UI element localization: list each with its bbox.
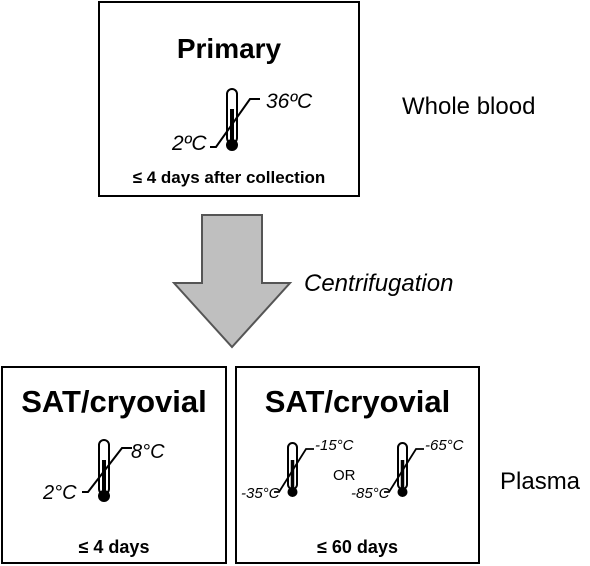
sat-left-duration: ≤ 4 days: [78, 537, 150, 557]
temperature-range-line: [82, 447, 132, 493]
or-label: OR: [333, 467, 356, 484]
sat-right-b-low: -85°C: [351, 485, 390, 502]
temperature-range-line: [210, 98, 260, 148]
sat-left-box: SAT/cryovial 8°C 2°C ≤ 4 days: [1, 366, 227, 564]
sat-right-box: SAT/cryovial -15°C -35°C OR -65°C -85°C …: [235, 366, 480, 564]
primary-title: Primary: [176, 33, 282, 64]
down-arrow-icon: [171, 214, 293, 349]
sat-left-title: SAT/cryovial: [21, 384, 207, 419]
sat-right-a-low: -35°C: [241, 485, 280, 502]
temperature-range-line: [274, 448, 314, 493]
sat-right-title: SAT/cryovial: [264, 384, 451, 419]
temperature-range-line: [384, 448, 424, 493]
primary-duration: ≤ 4 days after collection: [132, 168, 326, 187]
sat-right-b-high: -65°C: [425, 437, 464, 454]
thermometer-icon: [397, 442, 408, 497]
sat-left-temp-high: 8°C: [131, 441, 165, 463]
whole-blood-label: Whole blood: [402, 93, 536, 120]
primary-temp-high: 36ºC: [266, 90, 313, 113]
sat-left-temp-low: 2°C: [43, 482, 77, 504]
primary-box: Primary 36ºC 2ºC ≤ 4 days after collecti…: [98, 1, 360, 197]
centrifugation-label: Centrifugation: [304, 270, 454, 297]
sat-right-a-high: -15°C: [315, 437, 354, 454]
plasma-label: Plasma: [500, 468, 581, 495]
thermometer-icon: [98, 439, 110, 502]
sat-right-duration: ≤ 60 days: [317, 537, 398, 557]
primary-temp-low: 2ºC: [172, 132, 207, 155]
thermometer-icon: [287, 442, 298, 497]
